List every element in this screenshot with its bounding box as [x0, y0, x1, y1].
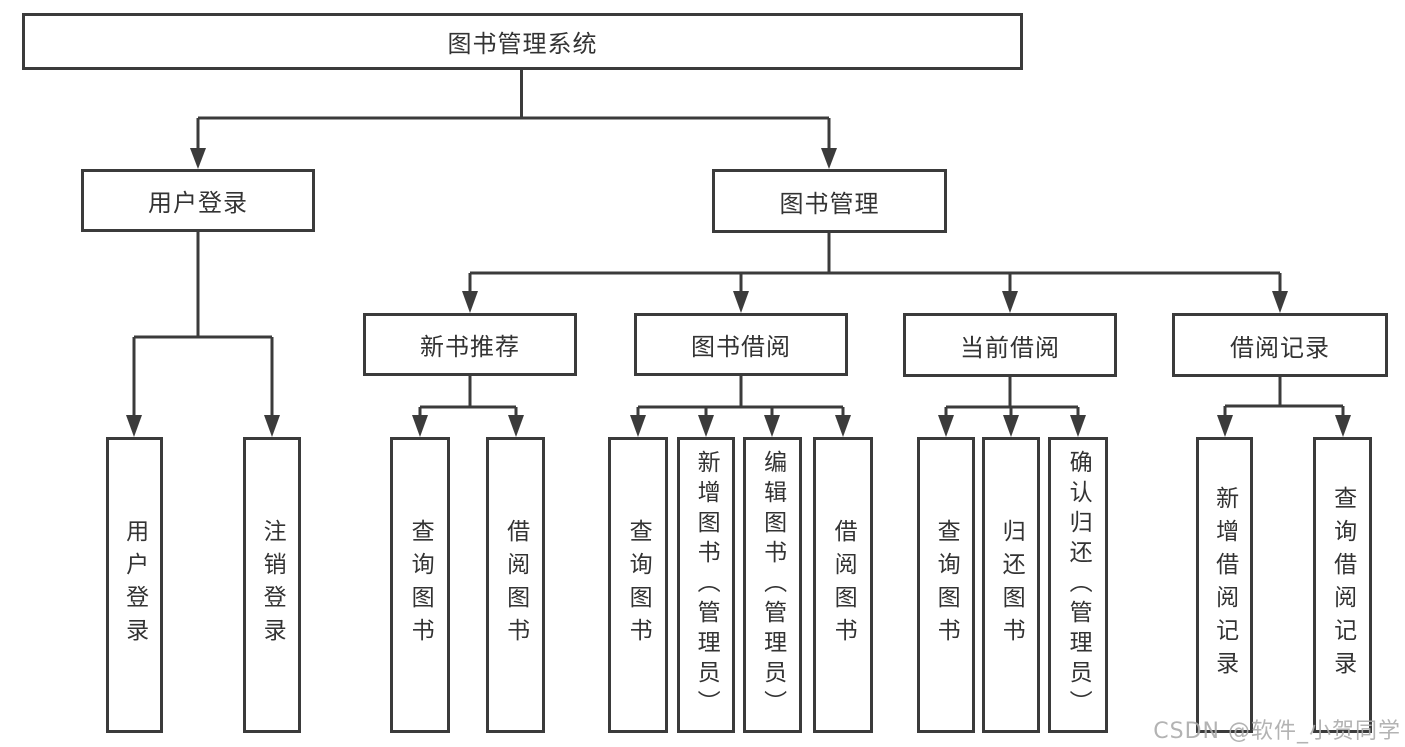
leaf-logout-label: 注销登录	[259, 519, 286, 651]
leaf-confirm-return-admin-label: 确认归还（管理员）	[1065, 450, 1092, 720]
node-borrowing-records-label: 借阅记录	[1230, 333, 1330, 362]
leaf-query-books-borrowing: 查询图书	[608, 437, 668, 733]
node-root-label: 图书管理系统	[447, 30, 598, 58]
node-user-login: 用户登录	[81, 169, 315, 232]
node-new-book-recommend-label: 新书推荐	[420, 333, 520, 361]
leaf-borrow-books-label: 借阅图书	[830, 519, 857, 651]
leaf-user-login: 用户登录	[106, 437, 163, 733]
leaf-edit-books-admin: 编辑图书（管理员）	[743, 437, 802, 733]
leaf-query-books-borrowing-label: 查询图书	[625, 519, 652, 651]
leaf-edit-books-admin-label: 编辑图书（管理员）	[759, 450, 786, 720]
leaf-user-login-label: 用户登录	[121, 519, 148, 651]
arrowheads	[126, 148, 1351, 437]
leaf-return-books-label: 归还图书	[998, 519, 1025, 651]
leaf-add-books-admin-label: 新增图书（管理员）	[693, 450, 720, 720]
node-borrowing-records: 借阅记录	[1172, 313, 1388, 377]
leaf-query-borrow-record-label: 查询借阅记录	[1329, 486, 1356, 684]
leaf-query-books-recommend-label: 查询图书	[407, 519, 434, 651]
leaf-add-borrow-record-label: 新增借阅记录	[1211, 486, 1238, 684]
leaf-logout: 注销登录	[243, 437, 301, 733]
node-user-login-label: 用户登录	[148, 189, 248, 217]
leaf-borrow-books: 借阅图书	[813, 437, 873, 733]
node-book-management-label: 图书管理	[779, 189, 880, 218]
leaf-return-books: 归还图书	[982, 437, 1040, 733]
node-book-borrowing: 图书借阅	[634, 313, 848, 376]
node-root: 图书管理系统	[22, 13, 1023, 70]
leaf-add-books-admin: 新增图书（管理员）	[677, 437, 735, 733]
node-book-management: 图书管理	[712, 169, 947, 233]
leaf-add-borrow-record: 新增借阅记录	[1196, 437, 1253, 733]
leaf-confirm-return-admin: 确认归还（管理员）	[1048, 437, 1108, 733]
watermark-text: CSDN @软件_小贺同学	[1153, 719, 1401, 744]
leaf-query-books-recommend: 查询图书	[390, 437, 450, 733]
node-current-borrowing-label: 当前借阅	[960, 333, 1060, 362]
leaf-query-books-current-label: 查询图书	[933, 519, 960, 651]
node-book-borrowing-label: 图书借阅	[691, 333, 791, 361]
node-new-book-recommend: 新书推荐	[363, 313, 577, 376]
node-current-borrowing: 当前借阅	[903, 313, 1117, 377]
leaf-query-books-current: 查询图书	[917, 437, 975, 733]
leaf-borrow-books-recommend: 借阅图书	[486, 437, 545, 733]
leaf-query-borrow-record: 查询借阅记录	[1313, 437, 1372, 733]
leaf-borrow-books-recommend-label: 借阅图书	[502, 519, 529, 651]
